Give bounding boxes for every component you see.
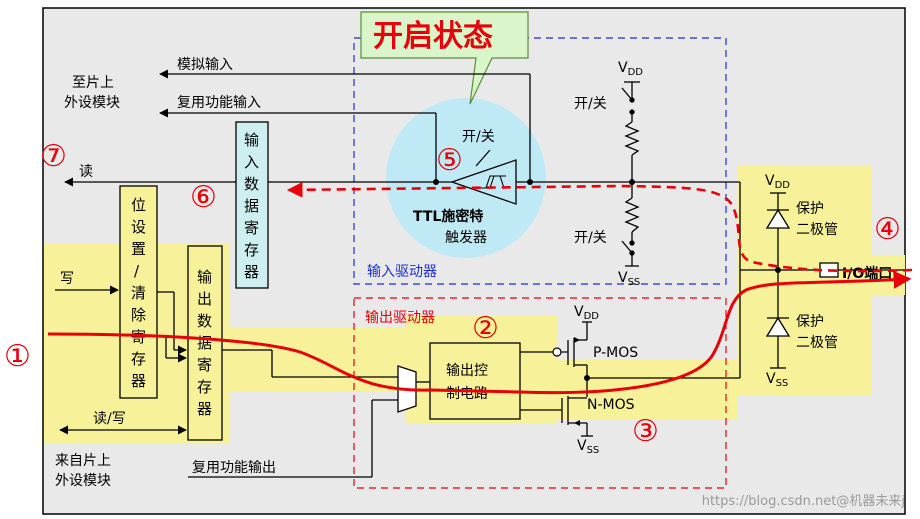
marker-2: ② xyxy=(472,311,499,346)
svg-text:据: 据 xyxy=(197,334,212,352)
write-label: 写 xyxy=(60,271,74,287)
on-off-label-top: 开/关 xyxy=(574,96,607,112)
svg-text:VDD: VDD xyxy=(574,304,599,322)
svg-text:入: 入 xyxy=(244,153,259,171)
from-peripheral-label-2: 外设模块 xyxy=(55,473,111,489)
ttl-schmitt-label-2: 触发器 xyxy=(445,230,487,246)
output-data-register-text: 输 出 数 据 寄 存 器 xyxy=(197,268,212,418)
input-data-register-text: 输 入 数 据 寄 存 器 xyxy=(244,131,259,281)
vss-labels: VSS VSS VSS xyxy=(577,270,788,456)
schmitt-trigger xyxy=(450,159,517,205)
marker-5: ⑤ xyxy=(436,143,463,178)
on-off-label-bottom: 开/关 xyxy=(574,230,607,246)
output-control-box xyxy=(429,342,521,420)
svg-text:寄: 寄 xyxy=(244,219,259,237)
vdd-labels: VDD VDD VDD xyxy=(574,60,790,322)
output-driver-label: 输出驱动器 xyxy=(365,310,435,326)
svg-text:VSS: VSS xyxy=(618,270,640,288)
protect-diode-top-icon xyxy=(765,208,791,229)
to-peripheral-label-2: 外设模块 xyxy=(64,95,120,111)
marker-6: ⑥ xyxy=(190,180,217,215)
svg-text:VDD: VDD xyxy=(618,60,643,78)
protect-diode-bottom-icon xyxy=(765,316,791,337)
output-data-register xyxy=(187,245,223,441)
svg-text:存: 存 xyxy=(244,241,259,259)
open-state-callout: 开启状态 xyxy=(360,11,529,105)
input-driver-label: 输入驱动器 xyxy=(367,264,437,280)
nmos-label: N-MOS xyxy=(587,397,635,413)
svg-text:VDD: VDD xyxy=(765,173,790,191)
svg-text:存: 存 xyxy=(131,350,146,368)
marker-7: ⑦ xyxy=(40,139,67,174)
output-driver-box xyxy=(353,297,727,489)
pmos-label: P-MOS xyxy=(593,345,638,361)
analog-input-label: 模拟输入 xyxy=(177,57,233,73)
protect-diode-top-label: 保护 xyxy=(796,201,824,217)
marker-4: ④ xyxy=(874,212,901,247)
svg-text:寄: 寄 xyxy=(131,328,146,346)
pull-down-resistor xyxy=(624,197,640,233)
svg-text:清: 清 xyxy=(131,284,146,302)
ttl-schmitt-label: TTL施密特 xyxy=(413,208,483,225)
svg-text:位: 位 xyxy=(131,196,146,214)
from-peripheral-label: 来自片上 xyxy=(55,453,111,469)
on-off-label-schmitt: 开/关 xyxy=(462,129,495,145)
svg-text:设: 设 xyxy=(131,218,146,236)
input-data-register xyxy=(235,121,269,289)
svg-text:器: 器 xyxy=(131,372,146,390)
svg-text:器: 器 xyxy=(244,263,259,281)
read-label: 读 xyxy=(79,163,93,180)
svg-text:据: 据 xyxy=(244,197,259,215)
protect-diode-bottom-label: 保护 xyxy=(796,314,824,330)
to-peripheral-label: 至片上 xyxy=(72,75,114,91)
alt-func-input-label: 复用功能输入 xyxy=(177,94,261,111)
io-port-label: I/O端口 xyxy=(842,265,892,282)
marker-3: ③ xyxy=(632,414,659,449)
bit-set-clear-register xyxy=(119,185,158,399)
svg-text:VSS: VSS xyxy=(577,438,599,456)
svg-text:输: 输 xyxy=(244,131,259,149)
read-write-label: 读/写 xyxy=(93,410,126,427)
svg-text:器: 器 xyxy=(197,400,212,418)
pull-up-resistor xyxy=(624,121,640,156)
svg-text:输: 输 xyxy=(197,268,212,286)
svg-text:出: 出 xyxy=(197,290,212,308)
svg-text:制电路: 制电路 xyxy=(446,386,488,402)
input-driver-box xyxy=(353,37,727,285)
watermark: https://blog.csdn.net@机器未来j xyxy=(702,494,905,509)
svg-text:输出控: 输出控 xyxy=(446,363,488,379)
output-signal-path xyxy=(47,270,912,395)
svg-text:寄: 寄 xyxy=(197,356,212,374)
marker-1: ① xyxy=(4,339,31,374)
protect-diode-top-label-2: 二极管 xyxy=(796,222,838,238)
protect-diode-bottom-label-2: 二极管 xyxy=(796,335,838,351)
svg-text:存: 存 xyxy=(197,378,212,396)
svg-text:置: 置 xyxy=(131,240,146,258)
svg-text:数: 数 xyxy=(244,175,259,193)
svg-text:VSS: VSS xyxy=(766,371,788,389)
alt-func-output-label: 复用功能输出 xyxy=(192,459,276,476)
svg-text:数: 数 xyxy=(197,312,212,330)
svg-text:开启状态: 开启状态 xyxy=(373,19,493,54)
input-signal-path xyxy=(286,182,913,273)
svg-text:/: / xyxy=(134,262,140,280)
bit-set-clear-register-text: 位 设 置 / 清 除 寄 存 器 xyxy=(131,196,146,390)
svg-text:除: 除 xyxy=(131,306,146,324)
